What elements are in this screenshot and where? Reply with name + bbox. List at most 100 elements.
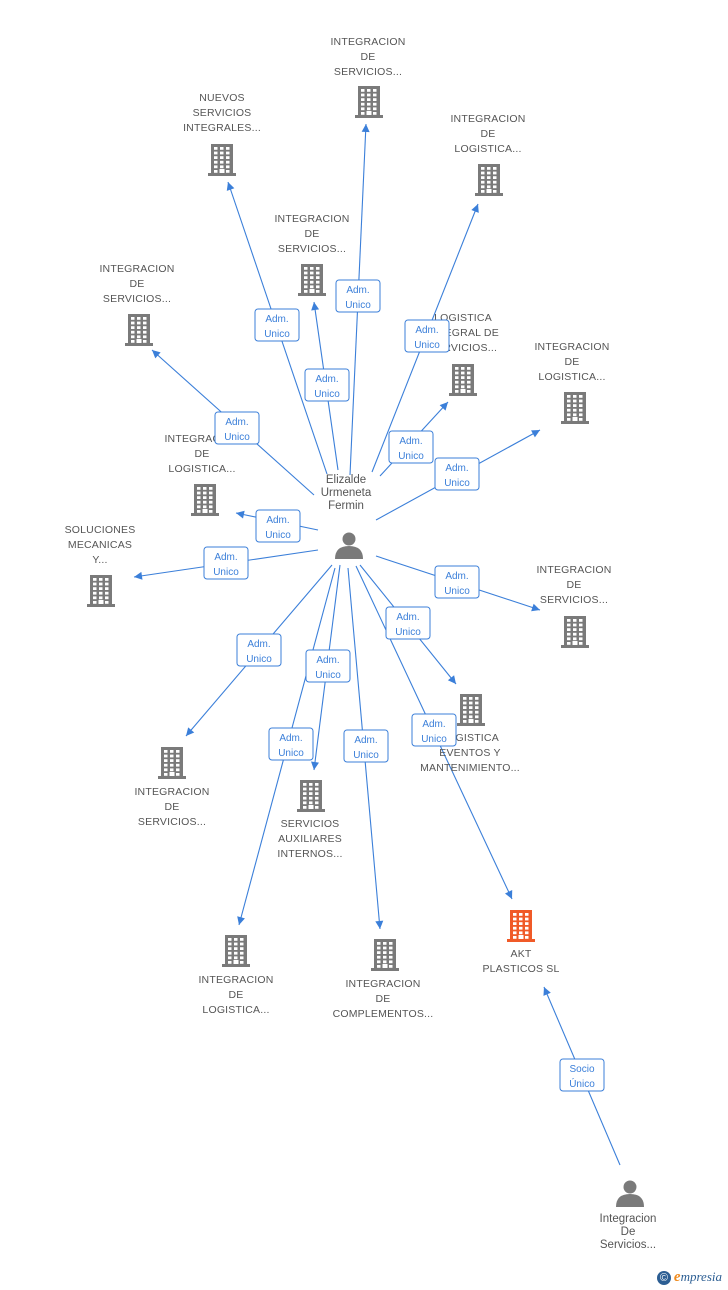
relation-label[interactable]: Adm.Unico bbox=[434, 457, 480, 491]
relation-label[interactable]: Adm. Unico bbox=[343, 729, 389, 763]
label-line: INTEGRACION bbox=[198, 974, 273, 986]
copyright-icon: © bbox=[656, 1270, 671, 1285]
label-line: MECANICAS bbox=[68, 539, 132, 551]
label-line: AUXILIARES bbox=[278, 833, 342, 845]
relation-label[interactable]: Adm. Unico bbox=[214, 411, 260, 445]
relation-label[interactable]: Adm.Unico bbox=[203, 546, 249, 580]
relation-label-line: Adm. bbox=[266, 515, 289, 526]
relation-label-line: Unico bbox=[395, 627, 421, 638]
arrow-head bbox=[361, 124, 370, 133]
building-icon[interactable] bbox=[355, 86, 383, 118]
building-icon[interactable] bbox=[87, 575, 115, 607]
label-line: SERVICIOS bbox=[193, 107, 252, 119]
label-line: De bbox=[621, 1226, 636, 1238]
relation-label-line: Unico bbox=[353, 750, 379, 761]
relation-label[interactable]: Adm.Unico bbox=[411, 713, 457, 747]
label-line: INTEGRACION bbox=[330, 36, 405, 48]
arrow-head bbox=[543, 987, 551, 996]
building-icon[interactable] bbox=[125, 314, 153, 346]
label-line: DE bbox=[565, 356, 580, 368]
building-icon[interactable] bbox=[208, 144, 236, 176]
building-icon[interactable] bbox=[457, 694, 485, 726]
arrow-head bbox=[531, 603, 540, 612]
relation-label-box bbox=[411, 713, 457, 747]
relation-label-line: Único bbox=[569, 1077, 595, 1090]
label-line: SERVICIOS... bbox=[278, 243, 346, 255]
relation-label-box bbox=[255, 509, 301, 543]
relation-label[interactable]: Adm.Unico bbox=[255, 509, 301, 543]
relation-label[interactable]: Adm.Unico bbox=[388, 430, 434, 464]
relation-label-line: Adm. bbox=[422, 719, 445, 730]
relation-label-box bbox=[559, 1058, 605, 1092]
building-icon[interactable] bbox=[371, 939, 399, 971]
relation-label-line: Adm. bbox=[399, 436, 422, 447]
label-line: Integracion bbox=[600, 1213, 657, 1225]
person-icon[interactable] bbox=[335, 532, 363, 560]
label-line: DE bbox=[376, 993, 391, 1005]
building-icon[interactable] bbox=[297, 780, 325, 812]
highlighted-building-icon[interactable] bbox=[507, 910, 535, 942]
empresia-logo[interactable]: © empresia bbox=[656, 1269, 722, 1286]
label-line: SERVICIOS... bbox=[138, 816, 206, 828]
label-line: Servicios... bbox=[600, 1239, 656, 1251]
label-line: SERVICIOS... bbox=[540, 594, 608, 606]
label-line: DE bbox=[195, 448, 210, 460]
building-icon[interactable] bbox=[449, 364, 477, 396]
label-line: COMPLEMENTOS... bbox=[333, 1008, 434, 1020]
arrow-head bbox=[531, 430, 540, 438]
relation-label-box bbox=[305, 649, 351, 683]
relation-label-line: Adm. bbox=[346, 285, 369, 296]
relation-label-line: Unico bbox=[224, 432, 250, 443]
label-line: INTEGRALES... bbox=[183, 122, 261, 134]
relation-label[interactable]: Adm.Unico bbox=[268, 727, 314, 761]
relation-label[interactable]: Adm. Unico bbox=[385, 606, 431, 640]
label-line: INTEGRACION bbox=[345, 978, 420, 990]
building-icon[interactable] bbox=[561, 392, 589, 424]
label-line: Urmeneta bbox=[321, 487, 372, 499]
building-icon[interactable] bbox=[191, 484, 219, 516]
relation-label[interactable]: Adm.Unico bbox=[434, 565, 480, 599]
label-line: INTEGRACION bbox=[274, 213, 349, 225]
arrow-head bbox=[134, 571, 143, 580]
relation-label[interactable]: Adm.Unico bbox=[236, 633, 282, 667]
relation-label-line: Adm. bbox=[315, 374, 338, 385]
building-icon[interactable] bbox=[561, 616, 589, 648]
relation-label-line: Adm. bbox=[225, 417, 248, 428]
building-icon[interactable] bbox=[158, 747, 186, 779]
relation-label-line: Adm. bbox=[445, 463, 468, 474]
arrow-head bbox=[471, 204, 479, 213]
label-line: Y... bbox=[92, 554, 107, 566]
building-icon[interactable] bbox=[475, 164, 503, 196]
person-icon[interactable] bbox=[616, 1180, 644, 1208]
relation-label-line: Adm. bbox=[247, 639, 270, 650]
relation-label-line: Adm. bbox=[396, 612, 419, 623]
label-line: SERVICIOS... bbox=[103, 293, 171, 305]
building-icon[interactable] bbox=[222, 935, 250, 967]
company-name: INTEGRACION DE COMPLEMENTOS... bbox=[333, 978, 434, 1020]
relation-label[interactable]: Adm.Unico bbox=[254, 308, 300, 342]
relation-label[interactable]: Adm.Unico bbox=[305, 649, 351, 683]
relation-label[interactable]: Adm.Unico bbox=[335, 279, 381, 313]
label-line: Fermin bbox=[328, 500, 364, 512]
label-line: INTEGRACION bbox=[134, 786, 209, 798]
relation-label-line: Adm. bbox=[316, 655, 339, 666]
relation-label-line: Adm. bbox=[415, 325, 438, 336]
label-line: MANTENIMIENTO... bbox=[420, 762, 520, 774]
relation-label-box bbox=[404, 319, 450, 353]
relation-label[interactable]: Adm.Unico bbox=[304, 368, 350, 402]
relation-label-line: Adm. bbox=[354, 735, 377, 746]
relation-label[interactable]: Adm.Unico bbox=[404, 319, 450, 353]
relation-label-box bbox=[304, 368, 350, 402]
building-icon[interactable] bbox=[298, 264, 326, 296]
label-line: DE bbox=[481, 128, 496, 140]
relation-label-line: Socio bbox=[569, 1064, 594, 1075]
